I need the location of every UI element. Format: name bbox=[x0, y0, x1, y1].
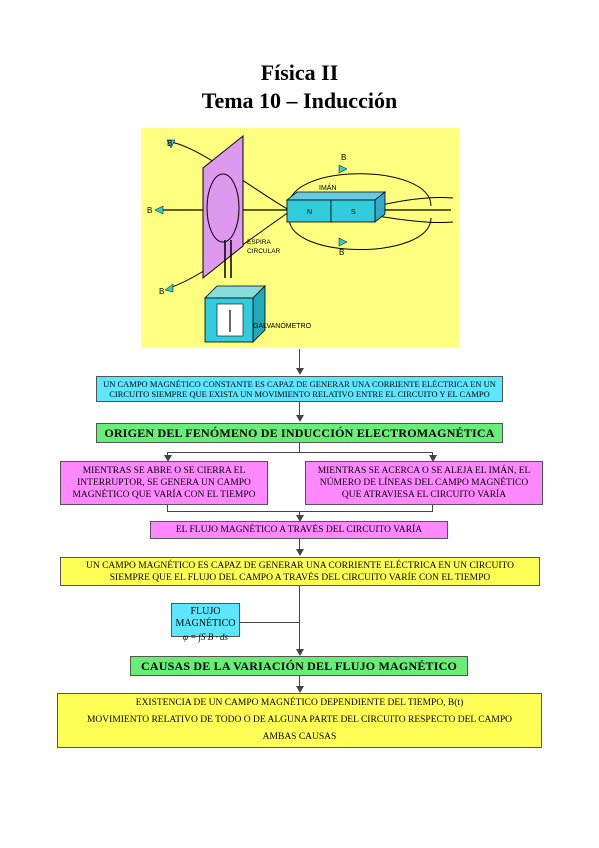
connector bbox=[167, 511, 433, 512]
connector bbox=[299, 586, 300, 650]
connector bbox=[240, 622, 299, 623]
page-title: Física II bbox=[260, 60, 339, 85]
induction-illustration: B B B B B IMÁN N S ESPIRA CIRCULAR GALVA… bbox=[141, 128, 459, 348]
connector bbox=[167, 452, 433, 453]
connector bbox=[432, 452, 433, 457]
flux-varies-box: EL FLUJO MAGNÉTICO A TRAVÉS DEL CIRCUITO… bbox=[150, 521, 448, 539]
case-switch-box: MIENTRAS SE ABRE O SE CIERRA EL INTERRUP… bbox=[60, 461, 268, 505]
loop-label: ESPIRA bbox=[247, 239, 272, 246]
b-label: B bbox=[341, 153, 346, 162]
intro-box: UN CAMPO MAGNÉTICO CONSTANTE ES CAPAZ DE… bbox=[96, 376, 503, 402]
field-line-right-b bbox=[376, 215, 454, 224]
connector bbox=[299, 511, 300, 517]
b-label: B bbox=[147, 206, 152, 215]
b-label: B bbox=[339, 248, 344, 257]
b-label: B bbox=[167, 139, 172, 148]
flux-formula: φ = ∫S B · ds bbox=[182, 632, 229, 642]
arrow-down-icon bbox=[295, 515, 304, 522]
loop-plane bbox=[202, 134, 244, 280]
south-label: S bbox=[351, 209, 356, 216]
arrow-down-icon bbox=[295, 549, 304, 556]
arrow-icon bbox=[166, 139, 176, 149]
causes-list-box: EXISTENCIA DE UN CAMPO MAGNÉTICO DEPENDI… bbox=[57, 693, 542, 748]
connector bbox=[299, 402, 300, 416]
arrow-icon bbox=[338, 237, 348, 247]
flux-label: FLUJO MAGNÉTICO bbox=[175, 606, 236, 629]
arrow-down-icon bbox=[295, 368, 304, 375]
field-line-lower bbox=[288, 217, 432, 250]
arrow-down-icon bbox=[295, 415, 304, 422]
cause-item: MOVIMIENTO RELATIVO DE TODO O DE ALGUNA … bbox=[86, 715, 512, 725]
flux-formula-box: FLUJO MAGNÉTICO φ = ∫S B · ds bbox=[171, 603, 240, 642]
north-label: N bbox=[307, 209, 312, 216]
magnet-top bbox=[285, 191, 387, 201]
general-statement-box: UN CAMPO MAGNÉTICO ES CAPAZ DE GENERAR U… bbox=[60, 557, 540, 586]
arrow-down-icon bbox=[295, 649, 304, 656]
connector bbox=[299, 349, 300, 369]
galvanometer-label: GALVANÓMETRO bbox=[253, 321, 312, 330]
arrow-icon bbox=[154, 205, 164, 215]
connector bbox=[299, 676, 300, 687]
circular-loop bbox=[206, 173, 240, 243]
arrow-icon bbox=[164, 283, 174, 293]
connector bbox=[167, 505, 168, 512]
wire bbox=[224, 240, 232, 278]
connector bbox=[299, 539, 300, 550]
connector bbox=[167, 452, 168, 457]
illustration-background bbox=[141, 128, 459, 348]
cause-item: AMBAS CAUSAS bbox=[262, 732, 337, 742]
arrow-icon bbox=[338, 164, 348, 174]
connector bbox=[299, 443, 300, 453]
page-subtitle: Tema 10 – Inducción bbox=[201, 88, 398, 113]
b-label: B bbox=[159, 287, 164, 296]
magnet-south bbox=[330, 199, 376, 223]
loop-label: CIRCULAR bbox=[247, 248, 281, 255]
arrow-down-icon bbox=[163, 455, 172, 462]
connector bbox=[432, 505, 433, 512]
case-magnet-box: MIENTRAS SE ACERCA O SE ALEJA EL IMÁN, E… bbox=[305, 461, 543, 505]
field-line-upper bbox=[288, 173, 432, 207]
arrow-down-icon bbox=[295, 686, 304, 693]
magnet-label: IMÁN bbox=[319, 183, 337, 192]
causes-heading: CAUSAS DE LA VARIACIÓN DEL FLUJO MAGNÉTI… bbox=[130, 656, 468, 676]
cause-item: EXISTENCIA DE UN CAMPO MAGNÉTICO DEPENDI… bbox=[135, 698, 464, 708]
origin-heading: ORIGEN DEL FENÓMENO DE INDUCCIÓN ELECTRO… bbox=[96, 423, 503, 443]
arrow-down-icon bbox=[428, 455, 437, 462]
